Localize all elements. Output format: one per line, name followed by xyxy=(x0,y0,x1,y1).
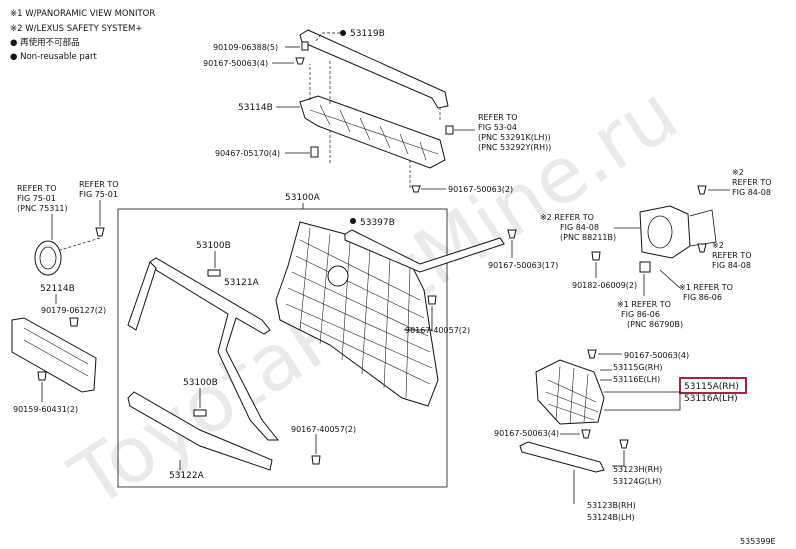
label-53397B: 53397B xyxy=(360,218,395,228)
highlight-53115A xyxy=(679,377,747,394)
screw-icon xyxy=(697,185,707,195)
refer-86-06a-line1[interactable]: ※1 REFER TO xyxy=(679,283,733,292)
license-bracket-52114B[interactable] xyxy=(11,317,97,393)
label-53122A: 53122A xyxy=(169,471,205,481)
grille-emblem-icon xyxy=(327,265,349,287)
label-90467: 90467-05170(4) xyxy=(215,149,280,158)
label-53115A[interactable]: 53115A(RH) xyxy=(684,382,739,392)
refer-53-04-line4: (PNC 53292Y(RH)) xyxy=(478,143,551,152)
label-53121A: 53121A xyxy=(224,278,260,288)
screw-icon xyxy=(581,429,591,439)
refer-84-08c-line2[interactable]: REFER TO xyxy=(712,251,752,260)
camera-icon xyxy=(639,261,651,273)
label-53116E: 53116E(LH) xyxy=(613,375,660,384)
note-non-reusable: ● Non-reusable part xyxy=(10,52,97,62)
label-90167-4c: 90167-50063(4) xyxy=(494,429,559,438)
lower-strip-53123H[interactable] xyxy=(519,441,605,473)
refer-53-04-line1[interactable]: REFER TO xyxy=(478,113,518,122)
diagram-code: 535399E xyxy=(740,537,776,546)
refer-84-08a-line3: (PNC 88211B) xyxy=(560,233,616,242)
screw-icon xyxy=(587,349,597,359)
label-53119B: 53119B xyxy=(350,29,385,39)
refer-84-08c-line3[interactable]: FIG 84-08 xyxy=(712,261,751,270)
refer-86-06a-line2[interactable]: FIG 86-06 xyxy=(683,293,722,302)
refer-84-08b-line3[interactable]: FIG 84-08 xyxy=(732,188,771,197)
seal-53397B[interactable] xyxy=(344,229,505,273)
label-90167-40057-2a: 90167-40057(2) xyxy=(405,326,470,335)
clip-icon xyxy=(207,269,221,277)
emblem-icon xyxy=(34,240,62,276)
screw-icon xyxy=(697,243,707,253)
label-90159: 90159-60431(2) xyxy=(13,405,78,414)
label-90167-40057-2b: 90167-40057(2) xyxy=(291,425,356,434)
radar-sensor-88211B[interactable] xyxy=(639,205,691,259)
clip-icon xyxy=(310,146,319,158)
cover-53114B[interactable] xyxy=(299,95,446,169)
side-moulding-left[interactable] xyxy=(127,261,157,331)
screw-icon xyxy=(591,251,601,261)
seal-strip-53119B[interactable] xyxy=(299,29,449,109)
label-90179: 90179-06127(2) xyxy=(41,306,106,315)
label-53123B: 53123B(RH) xyxy=(587,501,636,510)
label-53115G: 53115G(RH) xyxy=(613,363,662,372)
label-53100B: 53100B xyxy=(196,241,231,251)
clip-icon xyxy=(445,125,454,135)
label-90167-4a: 90167-50063(4) xyxy=(203,59,268,68)
refer-84-08c-line1: ※2 xyxy=(712,241,724,250)
non-reusable-dot-icon xyxy=(340,30,346,36)
label-90182: 90182-06009(2) xyxy=(572,281,637,290)
refer-86-06b-line2[interactable]: FIG 86-06 xyxy=(621,310,660,319)
label-53114B: 53114B xyxy=(238,103,273,113)
label-53123H: 53123H(RH) xyxy=(613,465,662,474)
side-moulding-53121A[interactable] xyxy=(149,257,280,441)
label-53124B: 53124B(LH) xyxy=(587,513,635,522)
clip-icon xyxy=(193,409,207,417)
grille-assembly-box xyxy=(117,208,448,488)
refer-75-01b-line1[interactable]: REFER TO xyxy=(79,180,119,189)
refer-86-06b-line3: (PNC 86790B) xyxy=(627,320,683,329)
label-90109: 90109-06388(5) xyxy=(213,43,278,52)
refer-53-04-line2[interactable]: FIG 53-04 xyxy=(478,123,517,132)
label-90167-2a: 90167-50063(2) xyxy=(448,185,513,194)
screw-icon xyxy=(95,227,105,237)
refer-84-08a-line2[interactable]: FIG 84-08 xyxy=(560,223,599,232)
refer-75-01a-line1[interactable]: REFER TO xyxy=(17,184,57,193)
label-90167-17: 90167-50063(17) xyxy=(488,261,558,270)
refer-84-08b-line2[interactable]: REFER TO xyxy=(732,178,772,187)
label-53124G: 53124G(LH) xyxy=(613,477,661,486)
clip-icon xyxy=(311,455,321,465)
lower-moulding-53122A[interactable] xyxy=(127,391,273,471)
label-53100A: 53100A xyxy=(285,193,321,203)
refer-75-01b-line2[interactable]: FIG 75-01 xyxy=(79,190,118,199)
clip-icon xyxy=(427,295,437,305)
clip-icon xyxy=(619,439,629,449)
label-53116A[interactable]: 53116A(LH) xyxy=(684,394,738,404)
clip-icon xyxy=(301,41,309,51)
label-90167-4b: 90167-50063(4) xyxy=(624,351,689,360)
refer-53-04-line3: (PNC 53291K(LH)) xyxy=(478,133,551,142)
non-reusable-dot-icon xyxy=(350,218,356,224)
clip-icon xyxy=(69,317,79,327)
screw-icon xyxy=(411,185,421,193)
refer-86-06b-line1[interactable]: ※1 REFER TO xyxy=(617,300,671,309)
refer-75-01a-line3: (PNC 75311) xyxy=(17,204,68,213)
refer-75-01a-line2[interactable]: FIG 75-01 xyxy=(17,194,56,203)
screw-icon xyxy=(295,57,305,65)
note-panoramic: ※1 W/PANORAMIC VIEW MONITOR xyxy=(10,9,155,19)
note-non-reusable-jp: ● 再使用不可部品 xyxy=(10,37,80,48)
refer-84-08a-line1[interactable]: ※2 REFER TO xyxy=(540,213,594,222)
screw-icon xyxy=(37,371,47,381)
label-53100B-2: 53100B xyxy=(183,378,218,388)
screw-icon xyxy=(507,229,517,239)
label-52114B: 52114B xyxy=(40,284,75,294)
note-safety-system: ※2 W/LEXUS SAFETY SYSTEM+ xyxy=(10,24,142,34)
refer-84-08b-line1: ※2 xyxy=(732,168,744,177)
